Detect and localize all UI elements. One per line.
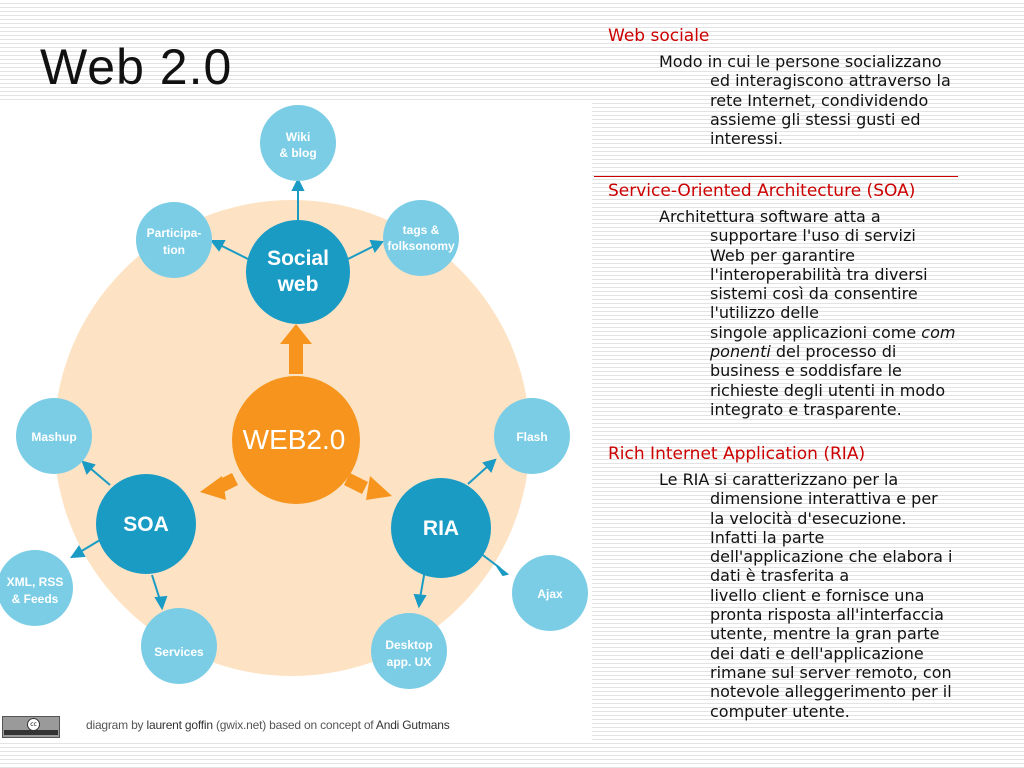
heading-ria: Rich Internet Application (RIA) bbox=[608, 444, 866, 464]
satellite-xml-rss bbox=[0, 550, 73, 626]
satellite-ajax bbox=[512, 555, 588, 631]
soa-line: richieste degli utenti in modo bbox=[710, 380, 946, 400]
satellite-desktop-label-1: Desktop bbox=[385, 638, 432, 652]
hub-social-label-1: Social bbox=[267, 247, 329, 270]
soa-line: business e soddisfare le bbox=[710, 361, 902, 381]
soa-line: l'utilizzo delle bbox=[710, 303, 819, 323]
web-sociale-line: interessi. bbox=[710, 129, 783, 149]
satellite-desktop-ux bbox=[371, 613, 447, 689]
soa-line: ponenti del processo di bbox=[710, 342, 897, 362]
soa-line: integrato e trasparente. bbox=[710, 399, 902, 419]
satellite-mashup-label: Mashup bbox=[31, 430, 76, 444]
hub-ria bbox=[391, 478, 491, 578]
satellite-mashup bbox=[16, 398, 92, 474]
satellite-flash bbox=[494, 398, 570, 474]
web-sociale-line: Modo in cui le persone socializzano bbox=[659, 52, 942, 71]
body-soa: Architettura software atta a supportare … bbox=[659, 207, 1014, 419]
creative-commons-badge: cc bbox=[2, 716, 60, 738]
web20-diagram: WEB2.0 Social web SOA RIA Wiki & blog Pa… bbox=[0, 100, 592, 740]
satellite-flash-label: Flash bbox=[516, 430, 547, 444]
ria-line: rimane sul server remoto, con bbox=[710, 662, 952, 682]
diagram-credit: diagram by laurent goffin (gwix.net) bas… bbox=[86, 718, 450, 732]
ria-line: utente, mentre la gran parte bbox=[710, 624, 940, 644]
soa-line: supportare l'uso di servizi bbox=[710, 226, 916, 246]
satellite-ajax-label: Ajax bbox=[537, 587, 563, 601]
web-sociale-line: assieme gli stessi gusti ed bbox=[710, 109, 921, 129]
ria-line: pronta risposta all'interfaccia bbox=[710, 605, 944, 625]
center-arrows bbox=[200, 324, 392, 500]
ria-line: la velocità d'esecuzione. bbox=[710, 508, 907, 528]
heading-soa: Service-Oriented Architecture (SOA) bbox=[608, 181, 916, 201]
satellite-participation bbox=[136, 202, 212, 278]
satellite-participation-label-2: tion bbox=[163, 243, 185, 257]
hub-soa-label: SOA bbox=[123, 513, 169, 536]
ria-line: dimensione interattiva e per bbox=[710, 489, 938, 509]
body-web-sociale: Modo in cui le persone socializzano ed i… bbox=[659, 52, 1014, 148]
hub-ria-label: RIA bbox=[423, 517, 459, 540]
satellite-wiki-blog bbox=[260, 105, 336, 181]
satellite-xml-label-2: & Feeds bbox=[12, 592, 59, 606]
satellite-tags-label-1: tags & bbox=[403, 223, 440, 237]
hub-social-web bbox=[246, 220, 350, 324]
ria-line: dei dati e dell'applicazione bbox=[710, 643, 924, 663]
section-divider bbox=[594, 176, 958, 177]
ria-line: computer utente. bbox=[710, 701, 850, 721]
hub-soa bbox=[96, 474, 196, 574]
soa-line: sistemi così da consentire bbox=[710, 284, 918, 304]
ria-line: dati è trasferita a bbox=[710, 566, 850, 586]
satellite-services-label: Services bbox=[154, 645, 204, 659]
satellite-participation-label-1: Participa- bbox=[147, 226, 202, 240]
web-sociale-line: ed interagiscono attraverso la bbox=[710, 71, 951, 91]
center-label: WEB2.0 bbox=[243, 424, 346, 455]
body-ria: Le RIA si caratterizzano per la dimensio… bbox=[659, 470, 1014, 721]
slide-title: Web 2.0 bbox=[40, 39, 233, 95]
satellite-tags-folksonomy bbox=[383, 200, 459, 276]
diagram-svg: WEB2.0 Social web SOA RIA Wiki & blog Pa… bbox=[0, 105, 588, 689]
hub-social-label-2: web bbox=[277, 273, 319, 296]
cc-license-strip bbox=[4, 730, 58, 735]
soa-line: l'interoperabilità tra diversi bbox=[710, 264, 928, 284]
cc-icon: cc bbox=[27, 718, 40, 731]
satellite-services bbox=[141, 608, 217, 684]
satellite-wiki-label-2: & blog bbox=[279, 146, 316, 160]
ria-line: Infatti la parte bbox=[710, 527, 825, 547]
ria-line: notevole alleggerimento per il bbox=[710, 682, 952, 702]
ria-line: Le RIA si caratterizzano per la bbox=[659, 470, 899, 489]
ria-line: dell'applicazione che elabora i bbox=[710, 547, 953, 567]
ria-line: livello client e fornisce una bbox=[710, 585, 925, 605]
center-node bbox=[232, 376, 360, 504]
web-sociale-line: rete Internet, condividendo bbox=[710, 90, 929, 110]
heading-web-sociale: Web sociale bbox=[608, 26, 710, 46]
satellite-tags-label-2: folksonomy bbox=[387, 239, 455, 253]
satellite-xml-label-1: XML, RSS bbox=[7, 575, 64, 589]
soa-line: Web per garantire bbox=[710, 245, 855, 265]
satellite-wiki-label-1: Wiki bbox=[286, 130, 311, 144]
soa-line: singole applicazioni come com bbox=[710, 322, 956, 342]
satellite-desktop-label-2: app. UX bbox=[387, 655, 432, 669]
soa-line: Architettura software atta a bbox=[659, 207, 881, 226]
